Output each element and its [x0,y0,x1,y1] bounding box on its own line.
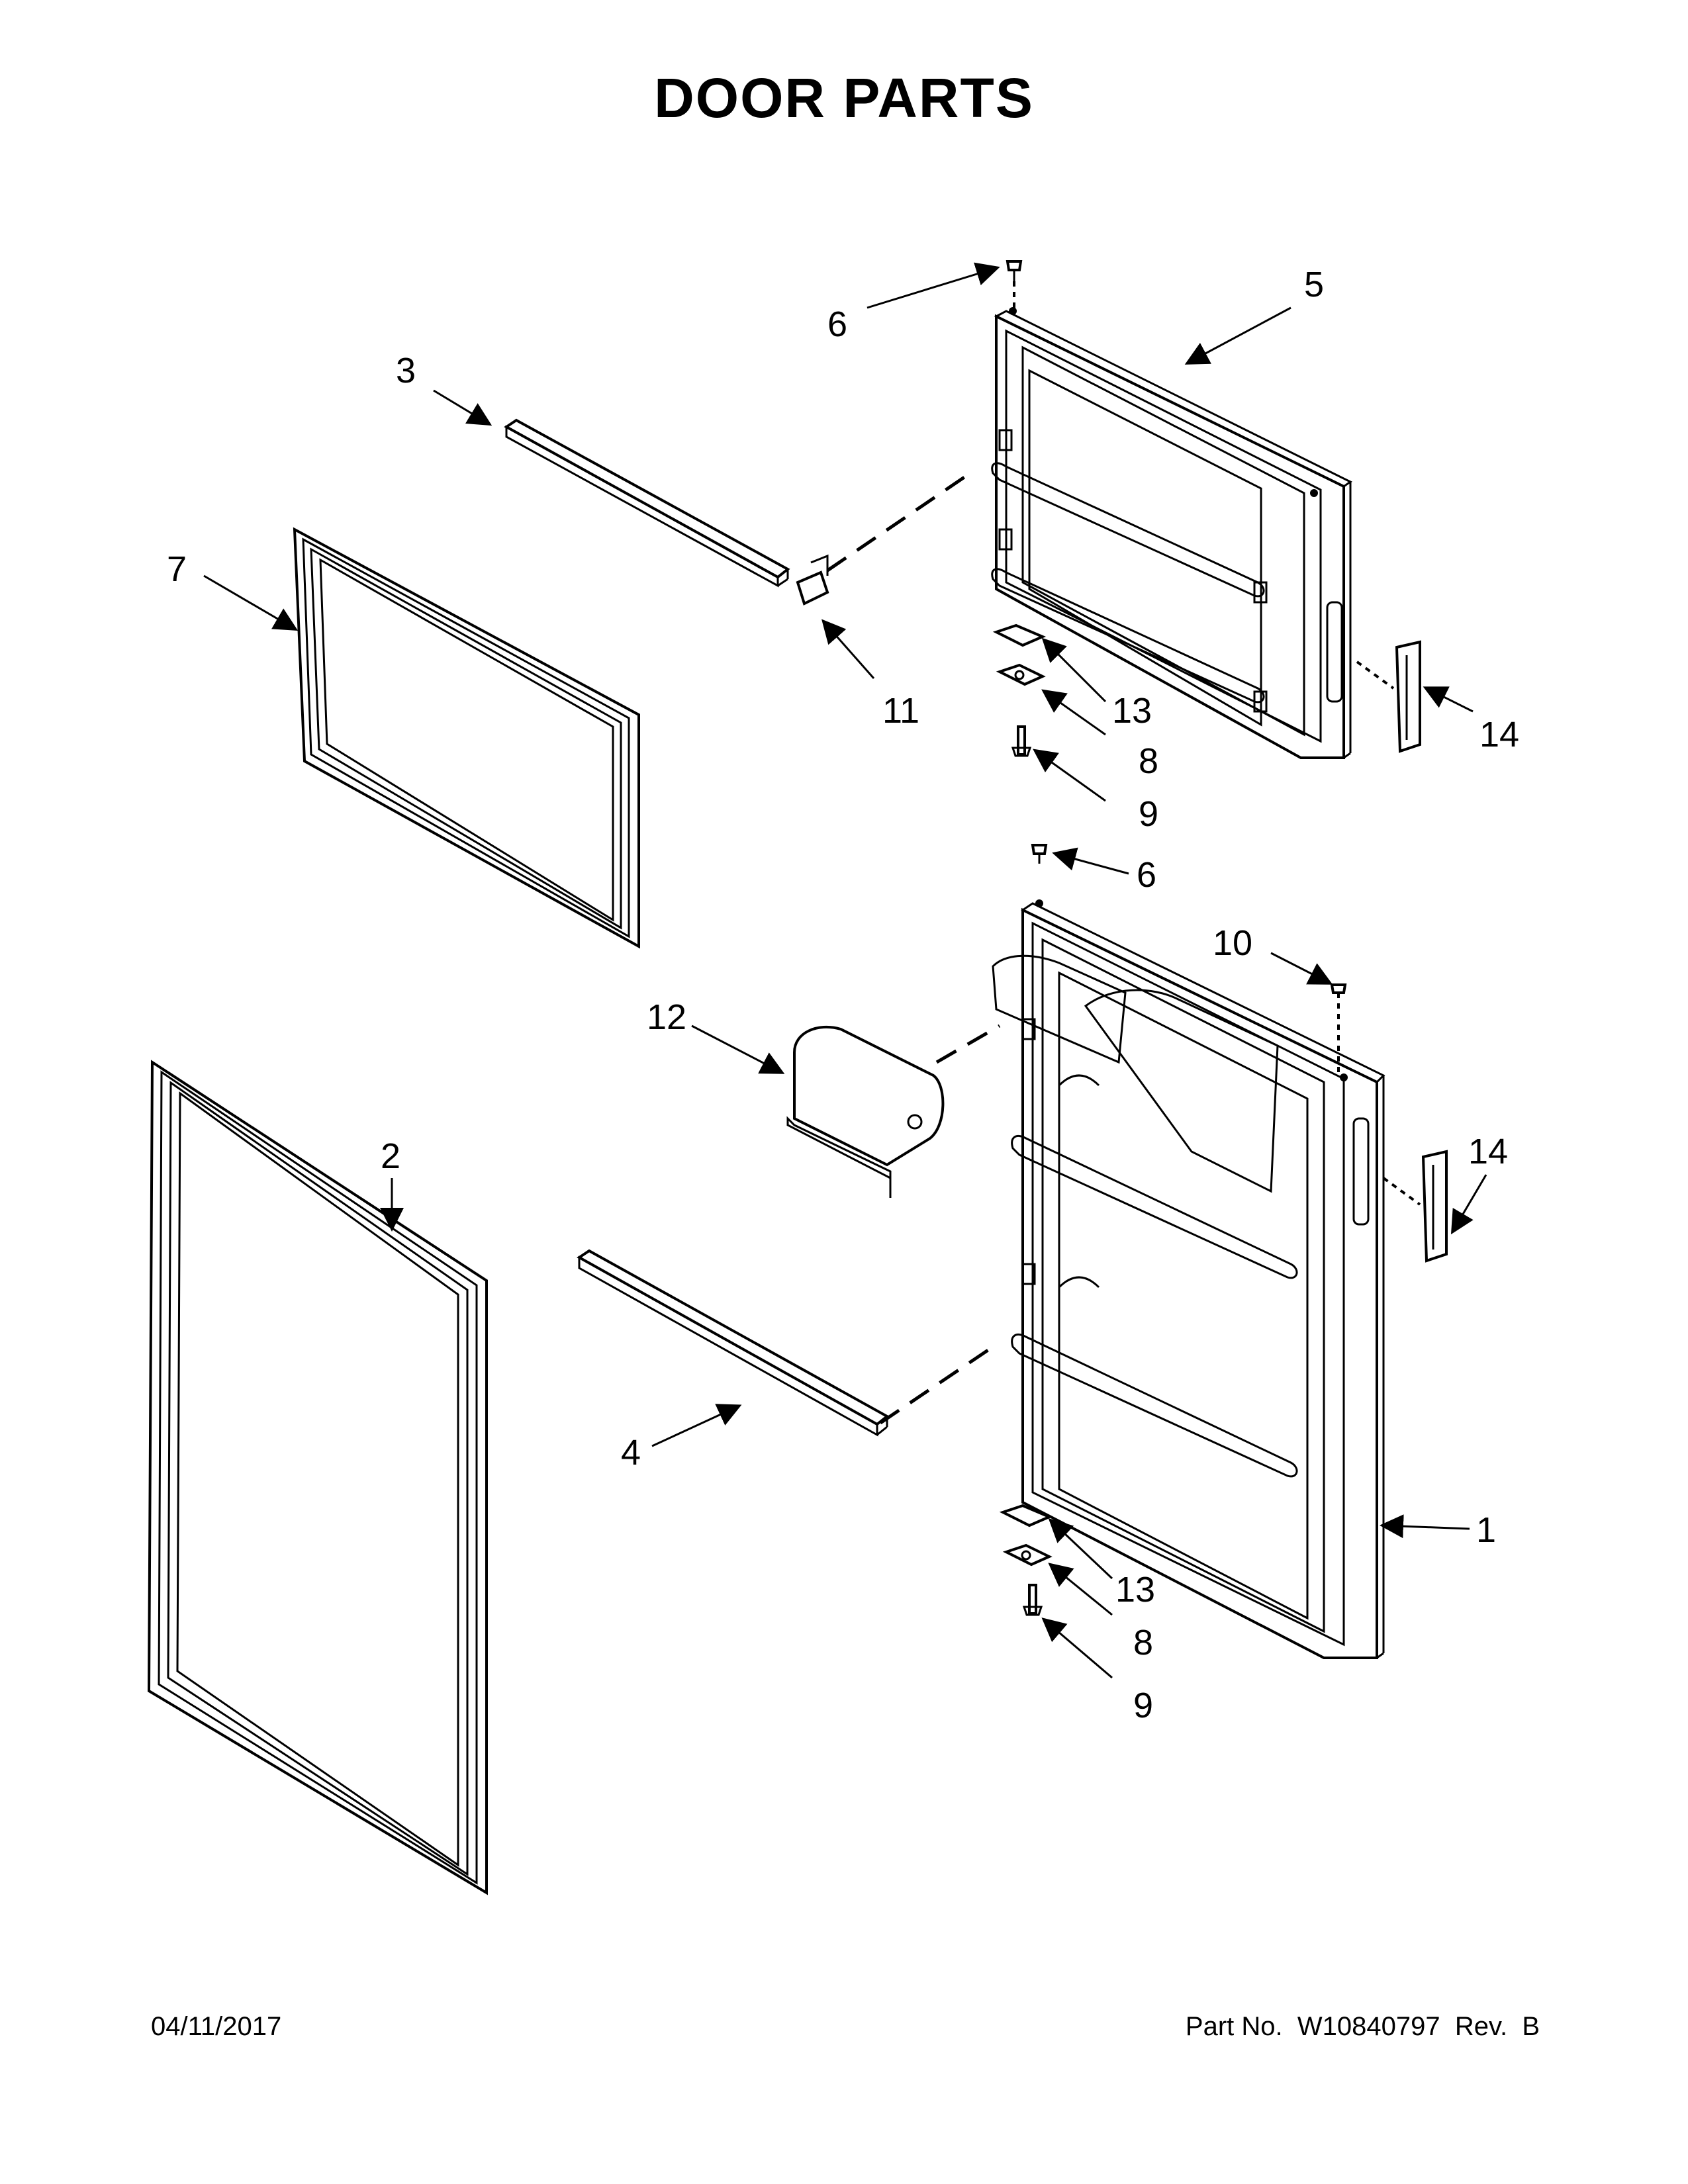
freezer-handle [1395,640,1421,753]
callout-7: 7 [167,549,187,589]
callout-6-upper: 6 [827,304,847,344]
hardware [992,260,1347,1616]
trim-bracket [796,554,829,606]
callout-14-upper: 14 [1479,715,1519,754]
callout-8-upper: 8 [1139,741,1158,781]
callout-9-lower: 9 [1133,1686,1153,1725]
callout-11: 11 [882,691,919,731]
callout-5: 5 [1304,265,1324,304]
freezer-door-gasket [293,527,640,949]
assembly-lines [826,281,1421,1425]
callout-3: 3 [396,351,416,390]
callout-6-lower: 6 [1137,855,1156,895]
callout-14-lower: 14 [1468,1132,1508,1171]
refrigerator-door-gasket [147,1060,488,1895]
part-number: Part No. W10840797 Rev. B [1185,2012,1540,2041]
callout-2: 2 [381,1136,400,1176]
leader-arrows [203,262,1487,1679]
callout-8-lower: 8 [1133,1623,1153,1662]
document-date: 04/11/2017 [151,2012,282,2041]
callout-13-upper: 13 [1112,691,1152,731]
callout-1: 1 [1476,1510,1496,1550]
refrigerator-door [992,899,1385,1659]
callout-labels: 6 5 3 7 11 13 8 9 14 6 10 12 14 2 4 1 13… [167,265,1519,1725]
callout-13-lower: 13 [1115,1570,1155,1610]
page-title: DOOR PARTS [654,67,1034,129]
refrigerator-handle [1421,1150,1448,1263]
freezer-door [991,307,1352,759]
callout-4: 4 [621,1433,641,1473]
refrigerator-door-trim [577,1249,890,1437]
callout-12: 12 [647,997,686,1037]
callout-9-upper: 9 [1139,794,1158,834]
freezer-door-trim [504,418,790,588]
callout-10: 10 [1213,923,1252,963]
dairy-compartment [786,1025,945,1198]
